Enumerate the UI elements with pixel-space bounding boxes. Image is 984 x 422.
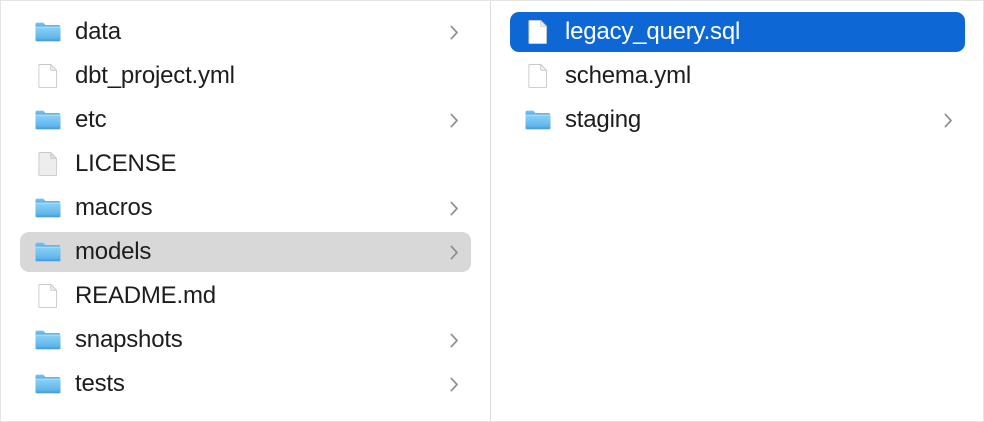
chevron-right-icon[interactable] [447, 21, 461, 43]
list-item[interactable]: macros [20, 188, 471, 228]
document-icon [523, 61, 553, 91]
folder-icon [33, 193, 63, 223]
chevron-right-icon[interactable] [447, 109, 461, 131]
document-icon [33, 281, 63, 311]
finder-column-parent[interactable]: data dbt_project.yml etc LICENSE [1, 1, 491, 421]
file-list-child: legacy_query.sql schema.yml staging [491, 1, 983, 140]
list-item-label: README.md [75, 282, 216, 309]
list-item-label: snapshots [75, 326, 183, 353]
list-item-label: tests [75, 370, 125, 397]
list-item[interactable]: models [20, 232, 471, 272]
list-item[interactable]: staging [510, 100, 965, 140]
list-item-label: dbt_project.yml [75, 62, 235, 89]
list-item[interactable]: schema.yml [510, 56, 965, 96]
list-item[interactable]: etc [20, 100, 471, 140]
list-item[interactable]: legacy_query.sql [510, 12, 965, 52]
chevron-right-icon[interactable] [941, 109, 955, 131]
list-item-label: data [75, 18, 121, 45]
file-list-parent: data dbt_project.yml etc LICENSE [1, 1, 490, 404]
list-item[interactable]: data [20, 12, 471, 52]
list-item[interactable]: LICENSE [20, 144, 471, 184]
list-item-label: schema.yml [565, 62, 692, 89]
list-item-label: legacy_query.sql [565, 18, 741, 45]
chevron-right-icon[interactable] [447, 241, 461, 263]
folder-icon [33, 237, 63, 267]
list-item[interactable]: snapshots [20, 320, 471, 360]
list-item[interactable]: dbt_project.yml [20, 56, 471, 96]
list-item-label: LICENSE [75, 150, 177, 177]
chevron-right-icon[interactable] [447, 329, 461, 351]
chevron-right-icon[interactable] [447, 373, 461, 395]
folder-icon [33, 325, 63, 355]
document-plain-icon [33, 149, 63, 179]
list-item-label: macros [75, 194, 153, 221]
document-icon [523, 17, 553, 47]
list-item-label: etc [75, 106, 107, 133]
list-item[interactable]: README.md [20, 276, 471, 316]
folder-icon [33, 17, 63, 47]
list-item-label: staging [565, 106, 641, 133]
list-item-label: models [75, 238, 152, 265]
folder-icon [33, 369, 63, 399]
folder-icon [33, 105, 63, 135]
folder-icon [523, 105, 553, 135]
document-icon [33, 61, 63, 91]
finder-column-child[interactable]: legacy_query.sql schema.yml staging [491, 1, 983, 421]
list-item[interactable]: tests [20, 364, 471, 404]
chevron-right-icon[interactable] [447, 197, 461, 219]
